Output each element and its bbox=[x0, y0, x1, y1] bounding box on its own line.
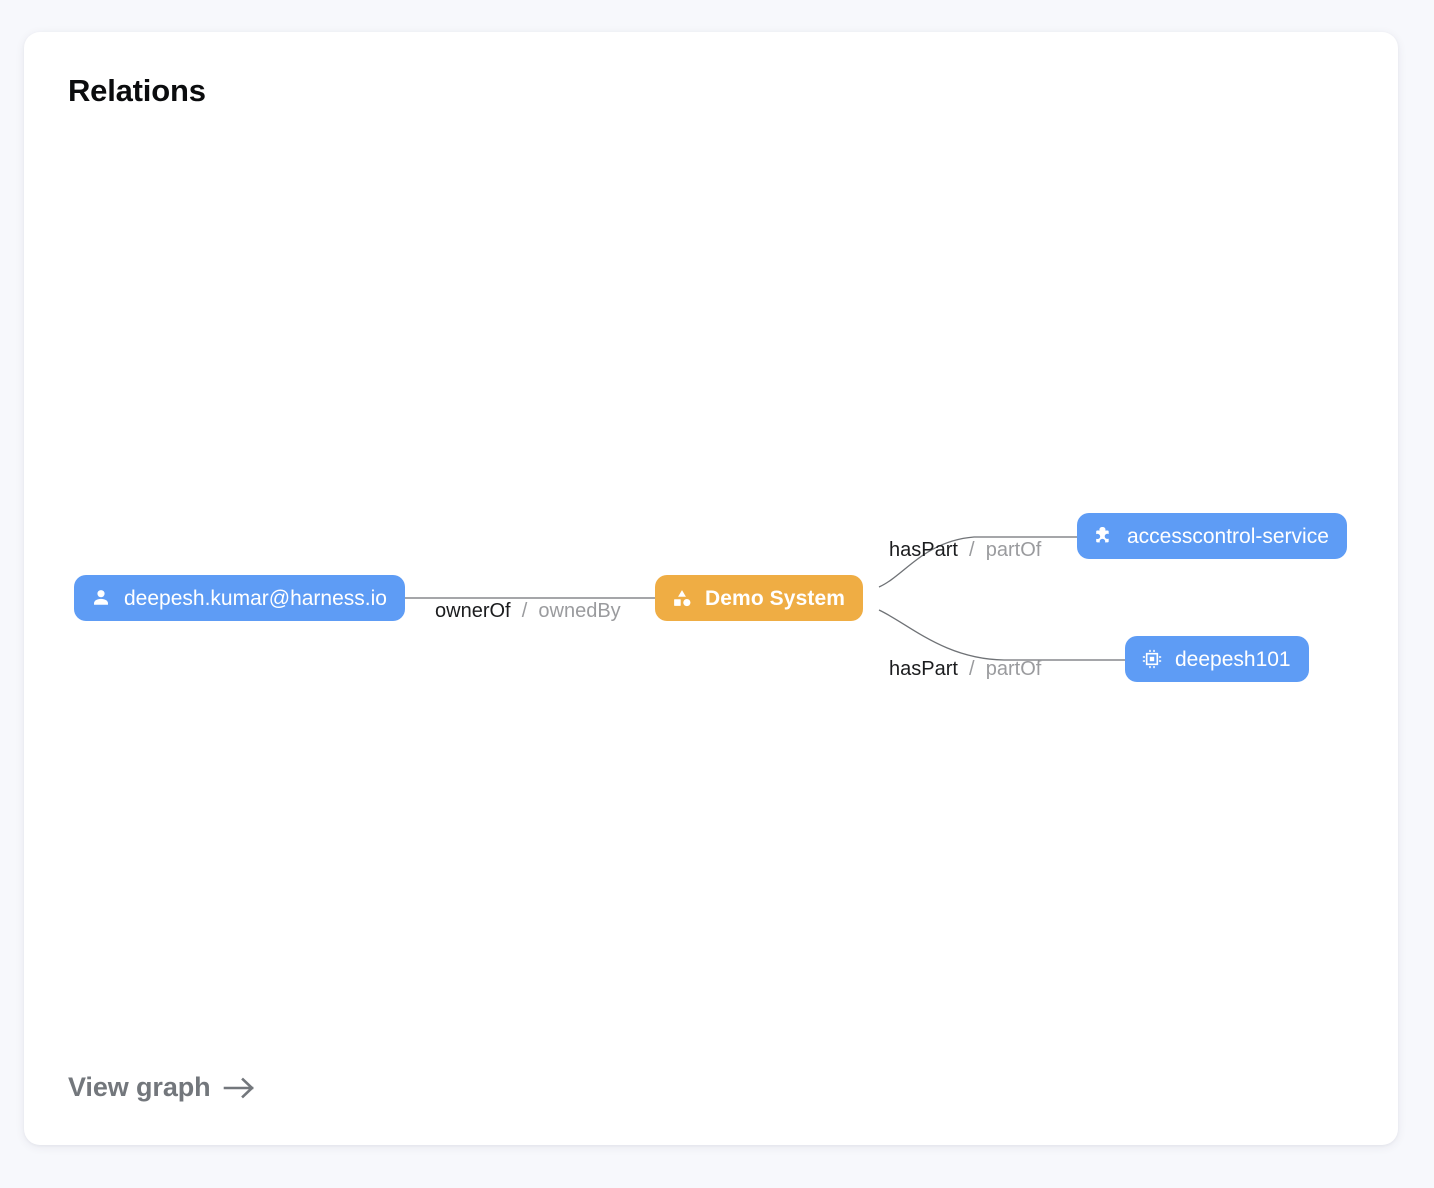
edge-label-haspart-resource: hasPart / partOf bbox=[889, 659, 1041, 679]
edge-label-haspart-component: hasPart / partOf bbox=[889, 540, 1041, 560]
graph-node-component[interactable]: accesscontrol-service bbox=[1077, 513, 1347, 559]
edge-label-haspart-component-forward: hasPart bbox=[889, 539, 958, 561]
edge-label-owner-reverse: ownedBy bbox=[532, 600, 621, 622]
edge-label-haspart-component-separator: / bbox=[963, 539, 975, 561]
shapes-icon bbox=[671, 587, 693, 609]
edge-label-haspart-resource-forward: hasPart bbox=[889, 658, 958, 680]
edge-label-haspart-component-reverse: partOf bbox=[980, 539, 1042, 561]
edge-label-haspart-resource-reverse: partOf bbox=[980, 658, 1042, 680]
graph-node-user-label: deepesh.kumar@harness.io bbox=[124, 586, 387, 610]
relations-card: Relations deepesh.kumar@harness.io bbox=[24, 32, 1398, 1145]
chip-icon bbox=[1141, 648, 1163, 670]
edge-label-owner-forward: ownerOf bbox=[435, 600, 511, 622]
graph-node-system-label: Demo System bbox=[705, 586, 845, 610]
edge-line-haspart-resource bbox=[878, 609, 1125, 661]
arrow-right-icon bbox=[223, 1075, 257, 1101]
graph-node-resource[interactable]: deepesh101 bbox=[1125, 636, 1309, 682]
puzzle-piece-icon bbox=[1093, 525, 1115, 547]
view-graph-link[interactable]: View graph bbox=[68, 1072, 257, 1103]
edge-label-owner: ownerOf / ownedBy bbox=[435, 601, 621, 621]
edge-label-owner-separator: / bbox=[516, 600, 528, 622]
graph-node-user[interactable]: deepesh.kumar@harness.io bbox=[74, 575, 405, 621]
person-icon bbox=[90, 587, 112, 609]
edge-label-haspart-resource-separator: / bbox=[963, 658, 975, 680]
view-graph-label: View graph bbox=[68, 1072, 211, 1102]
graph-node-resource-label: deepesh101 bbox=[1175, 647, 1291, 671]
page-title: Relations bbox=[68, 73, 206, 108]
relations-graph[interactable]: deepesh.kumar@harness.io Demo System acc… bbox=[24, 32, 1398, 1145]
graph-node-system[interactable]: Demo System bbox=[655, 575, 863, 621]
graph-node-component-label: accesscontrol-service bbox=[1127, 524, 1329, 548]
